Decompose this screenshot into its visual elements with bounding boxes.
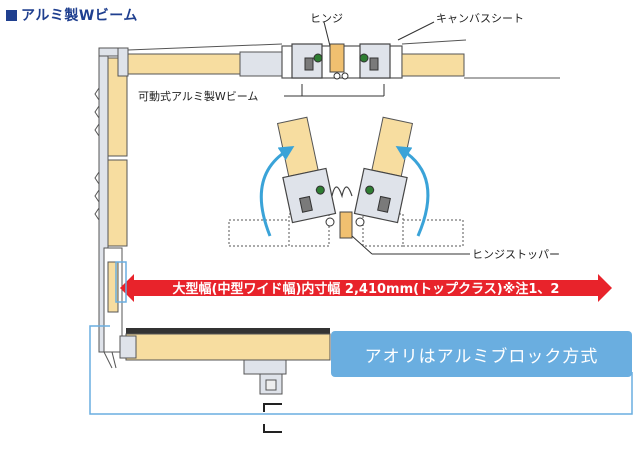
aori-note-text: アオリはアルミブロック方式 (364, 346, 599, 367)
hinge-label: ヒンジ (310, 12, 343, 25)
hinge-leader (323, 21, 331, 47)
callout-frame (89, 325, 633, 415)
roof-beam (117, 39, 560, 80)
right-rotation-arrow (395, 146, 430, 237)
hinge-stopper-label: ヒンジストッパー (472, 248, 560, 261)
width-banner: 大型幅(中型ワイド幅)内寸幅 2,410mm(トップクラス)※注1、2 (120, 274, 612, 302)
floor-bed (119, 328, 331, 433)
section-heading: アルミ製Wビーム (6, 4, 138, 26)
canvas-sheet-label: キャンバスシート (436, 12, 524, 25)
side-wall (94, 47, 128, 369)
heading-text: アルミ製Wビーム (21, 8, 138, 24)
left-rotation-arrow (259, 146, 295, 237)
movable-beam-bracket (284, 84, 385, 97)
heading-square-icon (6, 9, 17, 21)
aori-note-box: アオリはアルミブロック方式 (331, 331, 632, 377)
movable-beam-label: 可動式アルミ製Wビーム (138, 89, 258, 103)
stopper-leader (351, 235, 373, 255)
hinge-open-detail (228, 116, 464, 247)
canvas-leader (397, 21, 435, 41)
width-banner-text: 大型幅(中型ワイド幅)内寸幅 2,410mm(トップクラス)※注1、2 (173, 281, 560, 297)
